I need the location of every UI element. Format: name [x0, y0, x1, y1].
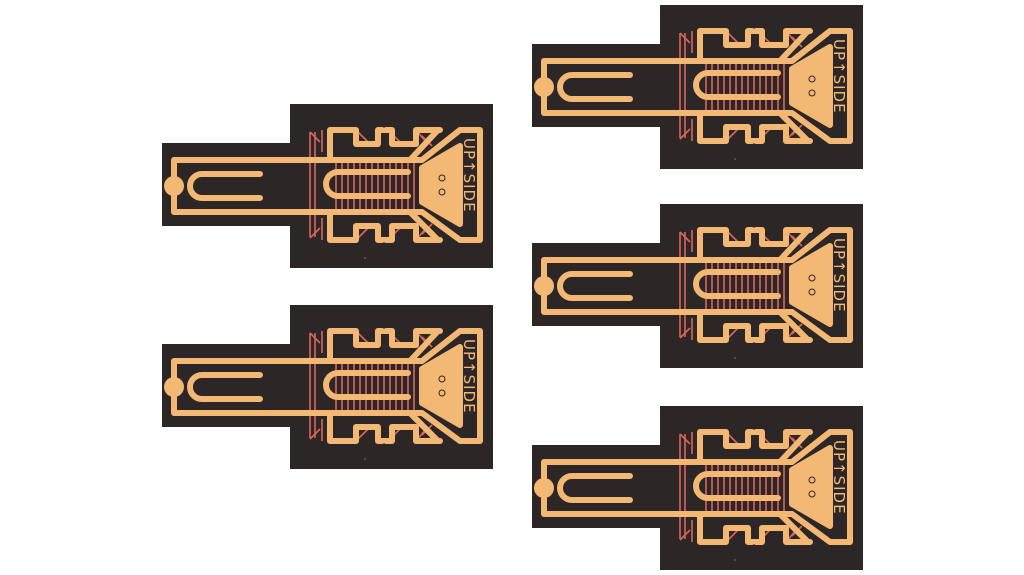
- upside-label: UP↑SIDE: [460, 138, 478, 213]
- upside-label: UP↑SIDE: [830, 238, 848, 313]
- pcb-board-4: UP↑SIDE: [530, 202, 864, 369]
- pcb-board-1: UP↑SIDE: [160, 102, 494, 269]
- upside-label: UP↑SIDE: [460, 339, 478, 414]
- pcb-board-5: UP↑SIDE: [530, 404, 864, 571]
- pcb-board-3: UP↑SIDE: [160, 303, 494, 470]
- upside-label: UP↑SIDE: [830, 440, 848, 515]
- upside-label: UP↑SIDE: [830, 39, 848, 114]
- pcb-board-2: UP↑SIDE: [530, 3, 864, 170]
